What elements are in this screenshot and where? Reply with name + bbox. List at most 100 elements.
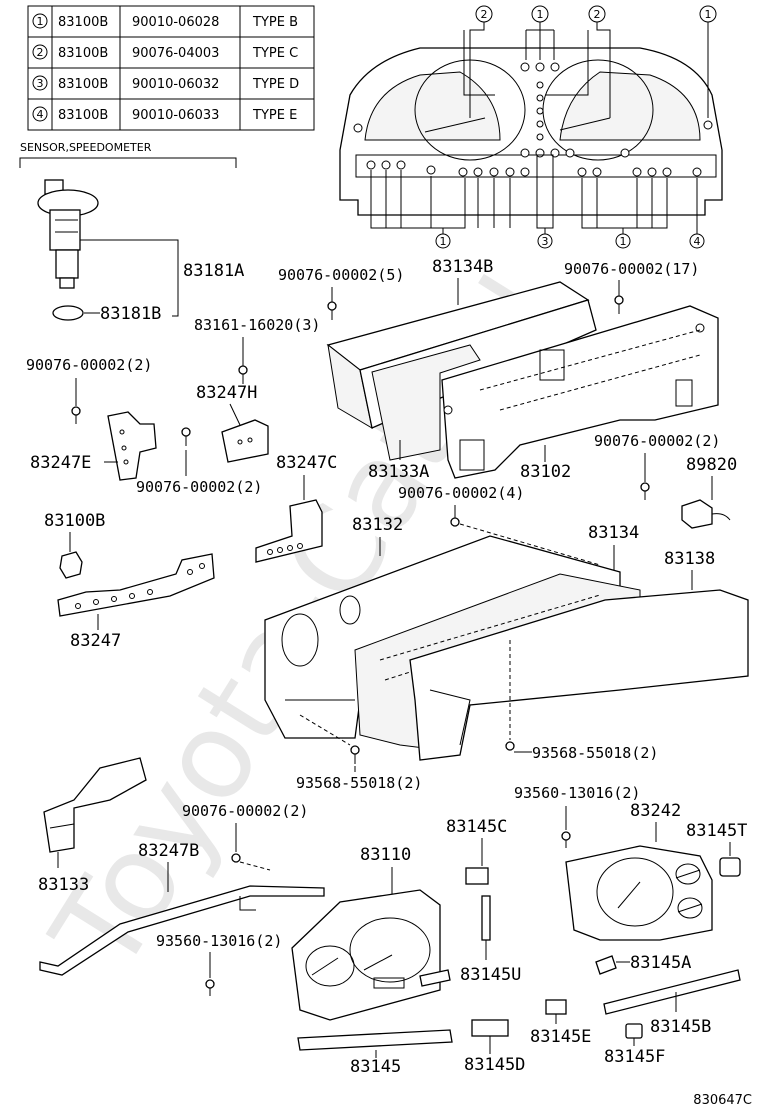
sensor-89820 — [681, 499, 731, 529]
screw-icon — [327, 301, 337, 320]
lens-83145D — [471, 1019, 509, 1037]
row-bolt: 90010-06033 — [132, 108, 219, 123]
callout-top: 1 — [705, 8, 712, 21]
label-93568-55018-b: 93568-55018(2) — [532, 744, 658, 762]
lens-83145E — [545, 999, 567, 1015]
screw-icon — [640, 482, 650, 500]
label-89820: 89820 — [686, 455, 737, 475]
label-83145E: 83145E — [530, 1027, 591, 1047]
speedometer-sensor-group: SENSOR,SPEEDOMETER 83181A 83181B — [19, 141, 244, 324]
callout-bottom: 1 — [440, 235, 447, 248]
label-83100B: 83100B — [44, 511, 105, 531]
screw-icon — [181, 427, 191, 446]
label-90076-00002-17: 90076-00002(17) — [564, 260, 699, 278]
label-83242: 83242 — [630, 801, 681, 821]
strip-83145B — [603, 969, 741, 1015]
table-row: 2 83100B 90076-04003 TYPE C — [32, 44, 298, 61]
label-83102: 83102 — [520, 462, 571, 482]
callout-top: 2 — [594, 8, 601, 21]
row-type: TYPE B — [252, 15, 298, 30]
row-key: 2 — [37, 46, 44, 59]
callout-bottom: 1 — [620, 235, 627, 248]
screw-icon — [238, 365, 248, 384]
lens-83145F — [625, 1023, 643, 1039]
fastener-table: 1 83100B 90010-06028 TYPE B 2 83100B 900… — [27, 5, 315, 131]
row-type: TYPE D — [252, 77, 299, 92]
label-90076-00002-5: 90076-00002(5) — [278, 266, 404, 284]
circuit-board-83102 — [441, 305, 719, 479]
table-row: 3 83100B 90010-06032 TYPE D — [32, 75, 299, 92]
screw-icon — [350, 745, 360, 764]
label-83145B: 83145B — [650, 1017, 711, 1037]
screw-icon — [71, 406, 81, 424]
callout-top: 1 — [537, 8, 544, 21]
row-type: TYPE C — [252, 46, 298, 61]
screw-holes — [353, 62, 713, 177]
label-83145U: 83145U — [460, 965, 521, 985]
label-90076-00002-2d: 90076-00002(2) — [182, 802, 308, 820]
plate-83247 — [57, 553, 215, 617]
label-83247B: 83247B — [138, 841, 199, 861]
panel-83133 — [43, 757, 147, 853]
lens-83145A — [595, 955, 617, 975]
label-83138: 83138 — [664, 549, 715, 569]
label-83247: 83247 — [70, 631, 121, 651]
label-83181B: 83181B — [100, 304, 161, 324]
assembled-cluster: 2 1 2 1 1 3 1 4 — [339, 5, 723, 249]
table-row: 4 83100B 90010-06033 TYPE E — [32, 106, 297, 123]
label-83247E: 83247E — [30, 453, 91, 473]
screw-icon — [505, 741, 515, 751]
sensor-caption: SENSOR,SPEEDOMETER — [20, 141, 152, 154]
table-row: 1 83100B 90010-06028 TYPE B — [32, 13, 298, 30]
label-83145T: 83145T — [686, 821, 747, 841]
label-90076-00002-2a: 90076-00002(2) — [26, 356, 152, 374]
label-83247C: 83247C — [276, 453, 337, 473]
bracket-83247H — [221, 419, 269, 463]
row-part: 83100B — [58, 15, 108, 30]
label-93560-13016-a: 93560-13016(2) — [514, 784, 640, 802]
label-93560-13016-b: 93560-13016(2) — [156, 932, 282, 950]
row-part: 83100B — [58, 46, 108, 61]
label-83145: 83145 — [350, 1057, 401, 1077]
strip-83145U — [481, 895, 491, 941]
screw-icon — [231, 853, 241, 863]
label-83161-16020-3: 83161-16020(3) — [194, 316, 320, 334]
label-83132: 83132 — [352, 515, 403, 535]
screw-icon — [614, 295, 624, 314]
row-key: 4 — [37, 108, 44, 121]
callout-top: 2 — [481, 8, 488, 21]
row-key: 3 — [37, 77, 44, 90]
speedometer-sensor — [37, 179, 99, 289]
label-83145C: 83145C — [446, 817, 507, 837]
label-83145A: 83145A — [630, 953, 691, 973]
face-plate-83138 — [409, 589, 749, 761]
row-bolt: 90076-04003 — [132, 46, 219, 61]
screw-icon — [450, 517, 460, 527]
dial-face-83242 — [565, 845, 713, 941]
row-key: 1 — [37, 15, 44, 28]
row-bolt: 90010-06028 — [132, 15, 219, 30]
screw-icon — [205, 979, 215, 996]
diagram-code: 830647C — [693, 1093, 752, 1108]
label-93568-55018-a: 93568-55018(2) — [296, 774, 422, 792]
strip-83247B — [39, 885, 325, 976]
strip-83145 — [297, 1029, 453, 1051]
bracket-83247C — [255, 499, 323, 563]
label-83133: 83133 — [38, 875, 89, 895]
label-83110: 83110 — [360, 845, 411, 865]
label-90076-00002-2c: 90076-00002(2) — [594, 432, 720, 450]
label-83145D: 83145D — [464, 1055, 525, 1075]
label-83247H: 83247H — [196, 383, 257, 403]
o-ring — [52, 305, 84, 321]
label-90076-00002-2b: 90076-00002(2) — [136, 478, 262, 496]
label-83133A: 83133A — [368, 462, 429, 482]
label-83134: 83134 — [588, 523, 639, 543]
label-83181A: 83181A — [183, 261, 244, 281]
label-83145F: 83145F — [604, 1047, 665, 1067]
lens-83145T — [719, 857, 741, 877]
callout-bottom: 3 — [542, 235, 549, 248]
screw-icon — [561, 831, 571, 848]
row-type: TYPE E — [252, 108, 297, 123]
